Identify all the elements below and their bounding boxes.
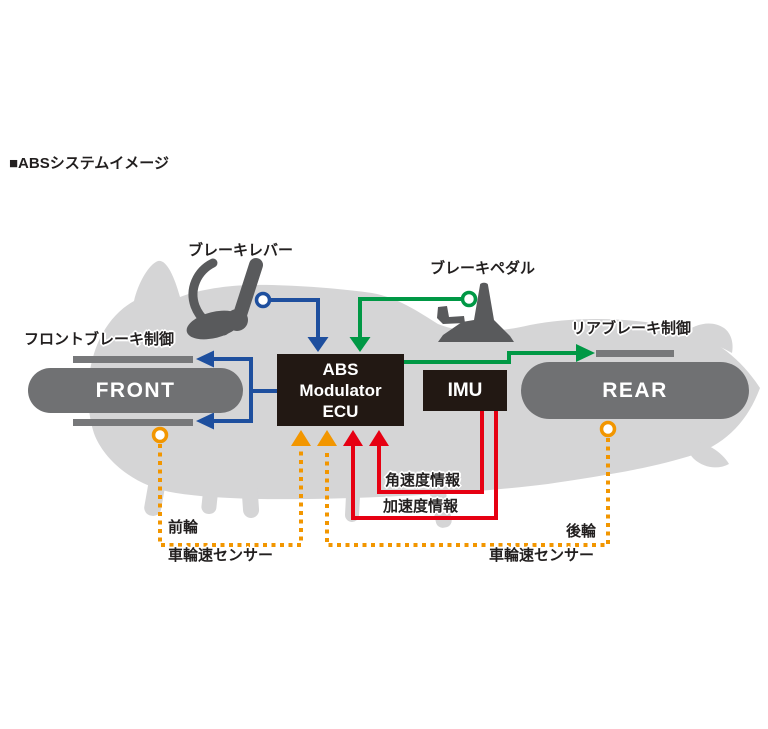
front-wheel-sensor-line: [151, 426, 311, 547]
front-sensor-wheel-label: 前輪: [168, 519, 199, 536]
arrow-left-icon: [196, 412, 214, 430]
acceleration-info-label: 加速度情報: [383, 498, 459, 515]
front-sensor-name-label: 車輪速センサー: [168, 547, 274, 564]
abs-box-line1: ABS: [322, 359, 359, 379]
tail-bottom-fin: [687, 440, 729, 468]
front-wheel-label: FRONT: [95, 378, 176, 402]
arrow-down-icon: [307, 337, 329, 352]
front-brake-line-lower: [73, 419, 193, 426]
arrow-left-icon: [196, 350, 214, 368]
arrow-down-icon: [349, 337, 371, 352]
front-brake-control-label: フロントブレーキ制御: [24, 331, 175, 348]
angular-velocity-info-label: 角速度情報: [385, 472, 461, 489]
front-brake-line-upper: [73, 356, 193, 363]
brake-pedal-to-abs-line: [349, 290, 478, 352]
abs-box-line2: Modulator: [299, 380, 382, 400]
tail-top-fin: [682, 323, 733, 353]
rear-wheel-sensor-line: [317, 420, 617, 547]
arrow-up-icon: [291, 430, 311, 446]
brake-pedal-connector-dot: [460, 290, 478, 308]
abs-to-front-brake-line: [196, 350, 277, 430]
brake-pedal-icon: [437, 282, 514, 342]
arrow-up-icon: [343, 430, 363, 446]
brake-pedal-label: ブレーキペダル: [430, 260, 536, 277]
imu-acceleration-line: [343, 411, 498, 520]
arrow-up-icon: [369, 430, 389, 446]
front-wheel: FRONT: [28, 368, 243, 413]
rear-sensor-connector-dot: [599, 420, 617, 438]
abs-to-rear-brake-line: [404, 344, 595, 364]
imu-box: IMU: [423, 370, 507, 411]
imu-box-label: IMU: [447, 379, 483, 401]
rear-brake-line: [596, 350, 674, 357]
brake-lever-icon: [186, 258, 263, 340]
rear-wheel-label: REAR: [602, 378, 668, 402]
abs-modulator-ecu-box: ABS Modulator ECU: [277, 354, 404, 426]
abs-box-line3: ECU: [322, 401, 359, 421]
imu-angular-velocity-line: [369, 411, 484, 494]
brake-lever-label: ブレーキレバー: [188, 242, 294, 259]
page-title: ■ABSシステムイメージ: [9, 155, 169, 172]
brake-lever-connector-dot: [254, 291, 272, 309]
rear-wheel: REAR: [521, 362, 749, 419]
front-sensor-connector-dot: [151, 426, 169, 444]
arrow-up-icon: [317, 430, 337, 446]
rear-sensor-wheel-label: 後輪: [566, 523, 597, 540]
rear-brake-control-label: リアブレーキ制御: [571, 320, 692, 337]
brake-lever-to-abs-line: [254, 291, 329, 352]
arrow-right-icon: [576, 344, 595, 362]
rear-sensor-name-label: 車輪速センサー: [489, 547, 595, 564]
